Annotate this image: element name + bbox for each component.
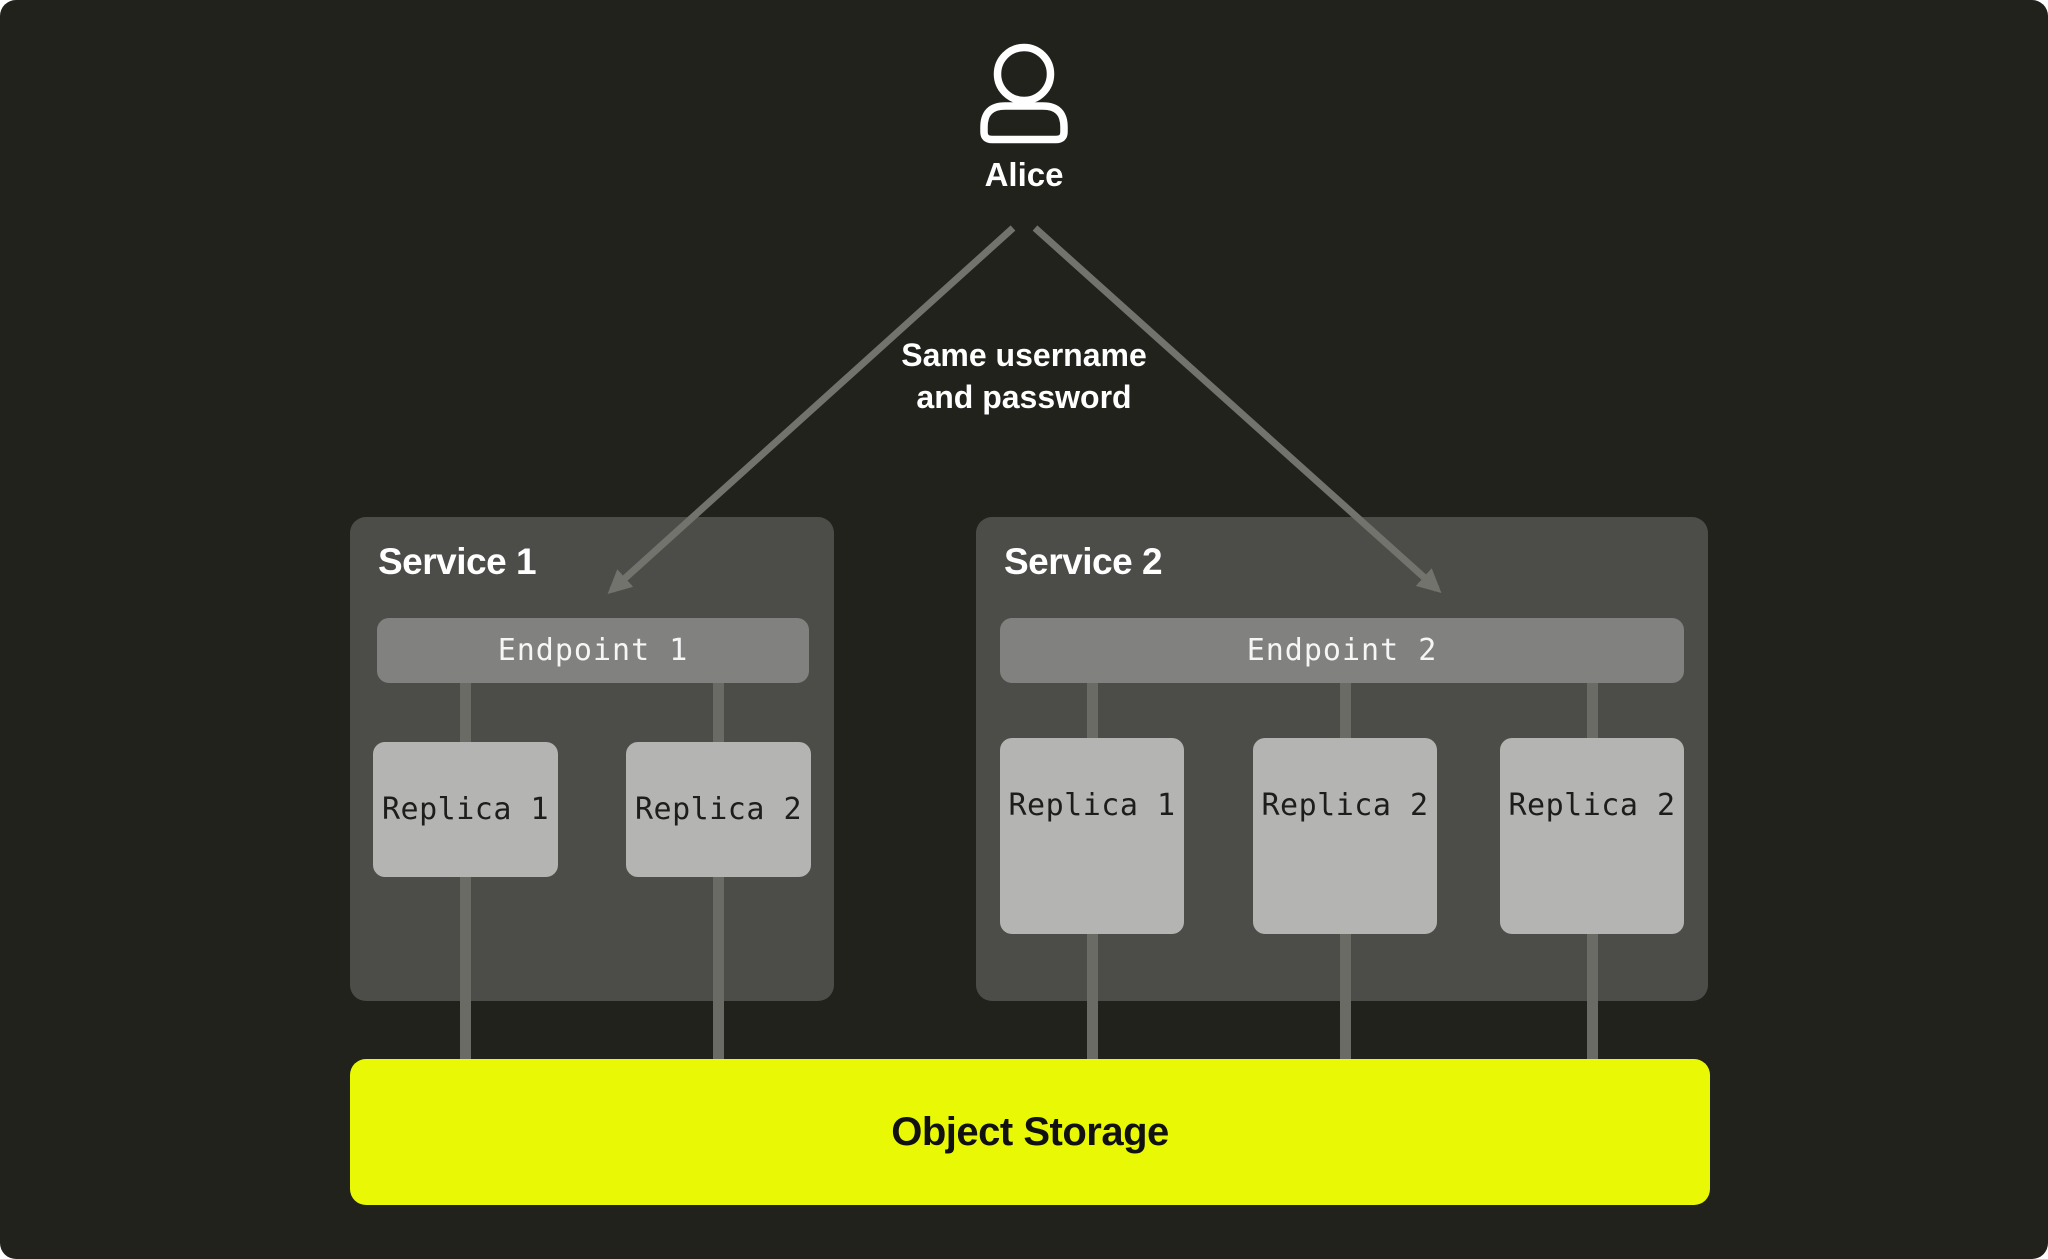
credentials-note-line2: and password xyxy=(916,379,1132,415)
service-1-replica-1: Replica 1 xyxy=(373,742,558,877)
service-2-replica-1: Replica 1 xyxy=(1000,738,1184,934)
credentials-note: Same username and password xyxy=(824,334,1224,418)
service-2-title: Service 2 xyxy=(1004,541,1163,582)
person-icon xyxy=(980,43,1068,144)
service-1-title: Service 1 xyxy=(378,541,537,582)
service-2-replica-2: Replica 2 xyxy=(1253,738,1437,934)
endpoint-1-bar: Endpoint 1 xyxy=(377,618,809,683)
service-1-replica-2: Replica 2 xyxy=(626,742,811,877)
user-name-label: Alice xyxy=(984,156,1064,193)
credentials-note-line1: Same username xyxy=(901,337,1147,373)
service-2-replica-3: Replica 2 xyxy=(1500,738,1684,934)
endpoint-2-bar: Endpoint 2 xyxy=(1000,618,1684,683)
object-storage-bar: Object Storage xyxy=(350,1059,1710,1205)
